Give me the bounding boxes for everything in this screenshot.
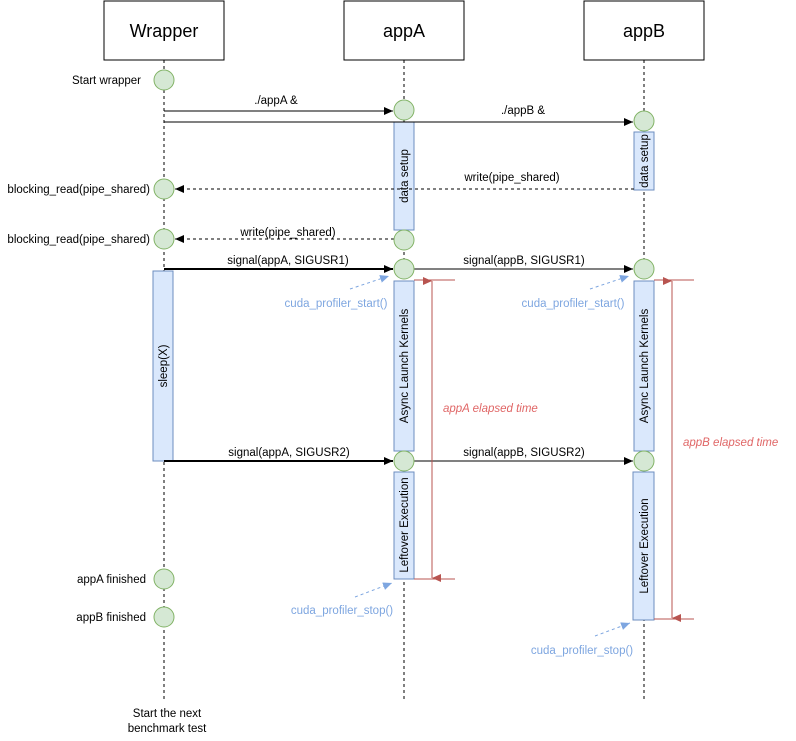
event-appA-sigusr2 bbox=[393, 450, 415, 472]
note-next-test-line1: Start the next bbox=[133, 708, 202, 720]
message-appB-write: write(pipe_shared) bbox=[175, 172, 634, 193]
note-appB-profiler-start: cuda_profiler_start() bbox=[522, 275, 630, 310]
message-appA-write-label: write(pipe_shared) bbox=[239, 227, 335, 239]
activation-appB-kernels: Async Launch Kernels bbox=[633, 280, 655, 452]
activation-appA-kernels-label: Async Launch Kernels bbox=[399, 309, 411, 424]
note-start-wrapper: Start wrapper bbox=[72, 75, 141, 87]
event-appB-launched bbox=[633, 110, 655, 132]
activation-appB-setup-label: data setup bbox=[639, 134, 651, 188]
note-appA-finished: appA finished bbox=[77, 574, 146, 586]
note-next-test-line2: benchmark test bbox=[128, 723, 207, 735]
message-sigusr2-appA: signal(appA, SIGUSR2) bbox=[164, 447, 393, 465]
note-blocking-read-1: blocking_read(pipe_shared) bbox=[7, 184, 150, 196]
activation-appB-setup: data setup bbox=[633, 131, 655, 191]
event-start-wrapper bbox=[153, 69, 175, 91]
activation-sleep: sleep(X) bbox=[152, 270, 174, 462]
event-appA-sigusr1 bbox=[393, 258, 415, 280]
note-appA-profiler-stop-label: cuda_profiler_stop() bbox=[291, 605, 393, 617]
activation-appA-kernels: Async Launch Kernels bbox=[393, 280, 415, 452]
note-appA-profiler-start: cuda_profiler_start() bbox=[285, 275, 390, 310]
event-appA-launched bbox=[393, 99, 415, 121]
message-sigusr2-appA-label: signal(appA, SIGUSR2) bbox=[228, 447, 350, 459]
participant-appA-label: appA bbox=[383, 21, 425, 41]
note-appB-profiler-start-label: cuda_profiler_start() bbox=[522, 298, 625, 310]
note-appB-profiler-stop-label: cuda_profiler_stop() bbox=[531, 645, 633, 657]
activation-appA-leftover-label: Leftover Execution bbox=[399, 477, 411, 572]
message-appB-write-label: write(pipe_shared) bbox=[463, 172, 559, 184]
message-sigusr1-appA: signal(appA, SIGUSR1) bbox=[164, 255, 393, 273]
message-launch-appA: ./appA & bbox=[164, 95, 393, 115]
event-blocking-read-2 bbox=[153, 228, 175, 250]
note-appB-profiler-stop: cuda_profiler_stop() bbox=[531, 622, 633, 657]
participant-appB: appB bbox=[583, 0, 705, 61]
event-appA-write bbox=[393, 229, 415, 251]
activation-appA-setup: data setup bbox=[393, 121, 415, 231]
message-appA-write: write(pipe_shared) bbox=[175, 227, 394, 243]
message-launch-appA-label: ./appA & bbox=[254, 95, 298, 107]
event-appA-finished bbox=[153, 568, 175, 590]
activation-appB-leftover-label: Leftover Execution bbox=[639, 498, 651, 593]
activation-appA-setup-label: data setup bbox=[399, 149, 411, 203]
elapsed-appB-label: appB elapsed time bbox=[683, 437, 778, 449]
participant-wrapper-label: Wrapper bbox=[130, 21, 199, 41]
event-appB-sigusr2 bbox=[633, 450, 655, 472]
activation-appB-leftover: Leftover Execution bbox=[632, 471, 655, 621]
message-sigusr2-appB-label: signal(appB, SIGUSR2) bbox=[463, 447, 585, 459]
note-appB-finished: appB finished bbox=[76, 612, 146, 624]
message-launch-appB-label: ./appB & bbox=[501, 105, 545, 117]
message-sigusr1-appA-label: signal(appA, SIGUSR1) bbox=[227, 255, 349, 267]
message-launch-appB: ./appB & bbox=[164, 105, 633, 126]
note-appA-profiler-stop: cuda_profiler_stop() bbox=[291, 582, 393, 617]
note-appA-profiler-start-label: cuda_profiler_start() bbox=[285, 298, 388, 310]
elapsed-appA-label: appA elapsed time bbox=[443, 403, 538, 415]
participant-appB-label: appB bbox=[623, 21, 665, 41]
message-sigusr1-appB-label: signal(appB, SIGUSR1) bbox=[463, 255, 585, 267]
participant-appA: appA bbox=[343, 0, 465, 61]
event-appB-sigusr1 bbox=[633, 258, 655, 280]
message-sigusr2-appB: signal(appB, SIGUSR2) bbox=[414, 447, 633, 465]
event-appB-finished bbox=[153, 606, 175, 628]
elapsed-appB: appB elapsed time bbox=[654, 277, 778, 622]
elapsed-appA: appA elapsed time bbox=[414, 277, 538, 582]
participant-wrapper: Wrapper bbox=[103, 0, 225, 61]
note-blocking-read-2: blocking_read(pipe_shared) bbox=[7, 234, 150, 246]
activation-appB-kernels-label: Async Launch Kernels bbox=[639, 309, 651, 424]
event-blocking-read-1 bbox=[153, 178, 175, 200]
activation-appA-leftover: Leftover Execution bbox=[393, 471, 415, 580]
message-sigusr1-appB: signal(appB, SIGUSR1) bbox=[414, 255, 633, 273]
activation-sleep-label: sleep(X) bbox=[158, 344, 170, 387]
